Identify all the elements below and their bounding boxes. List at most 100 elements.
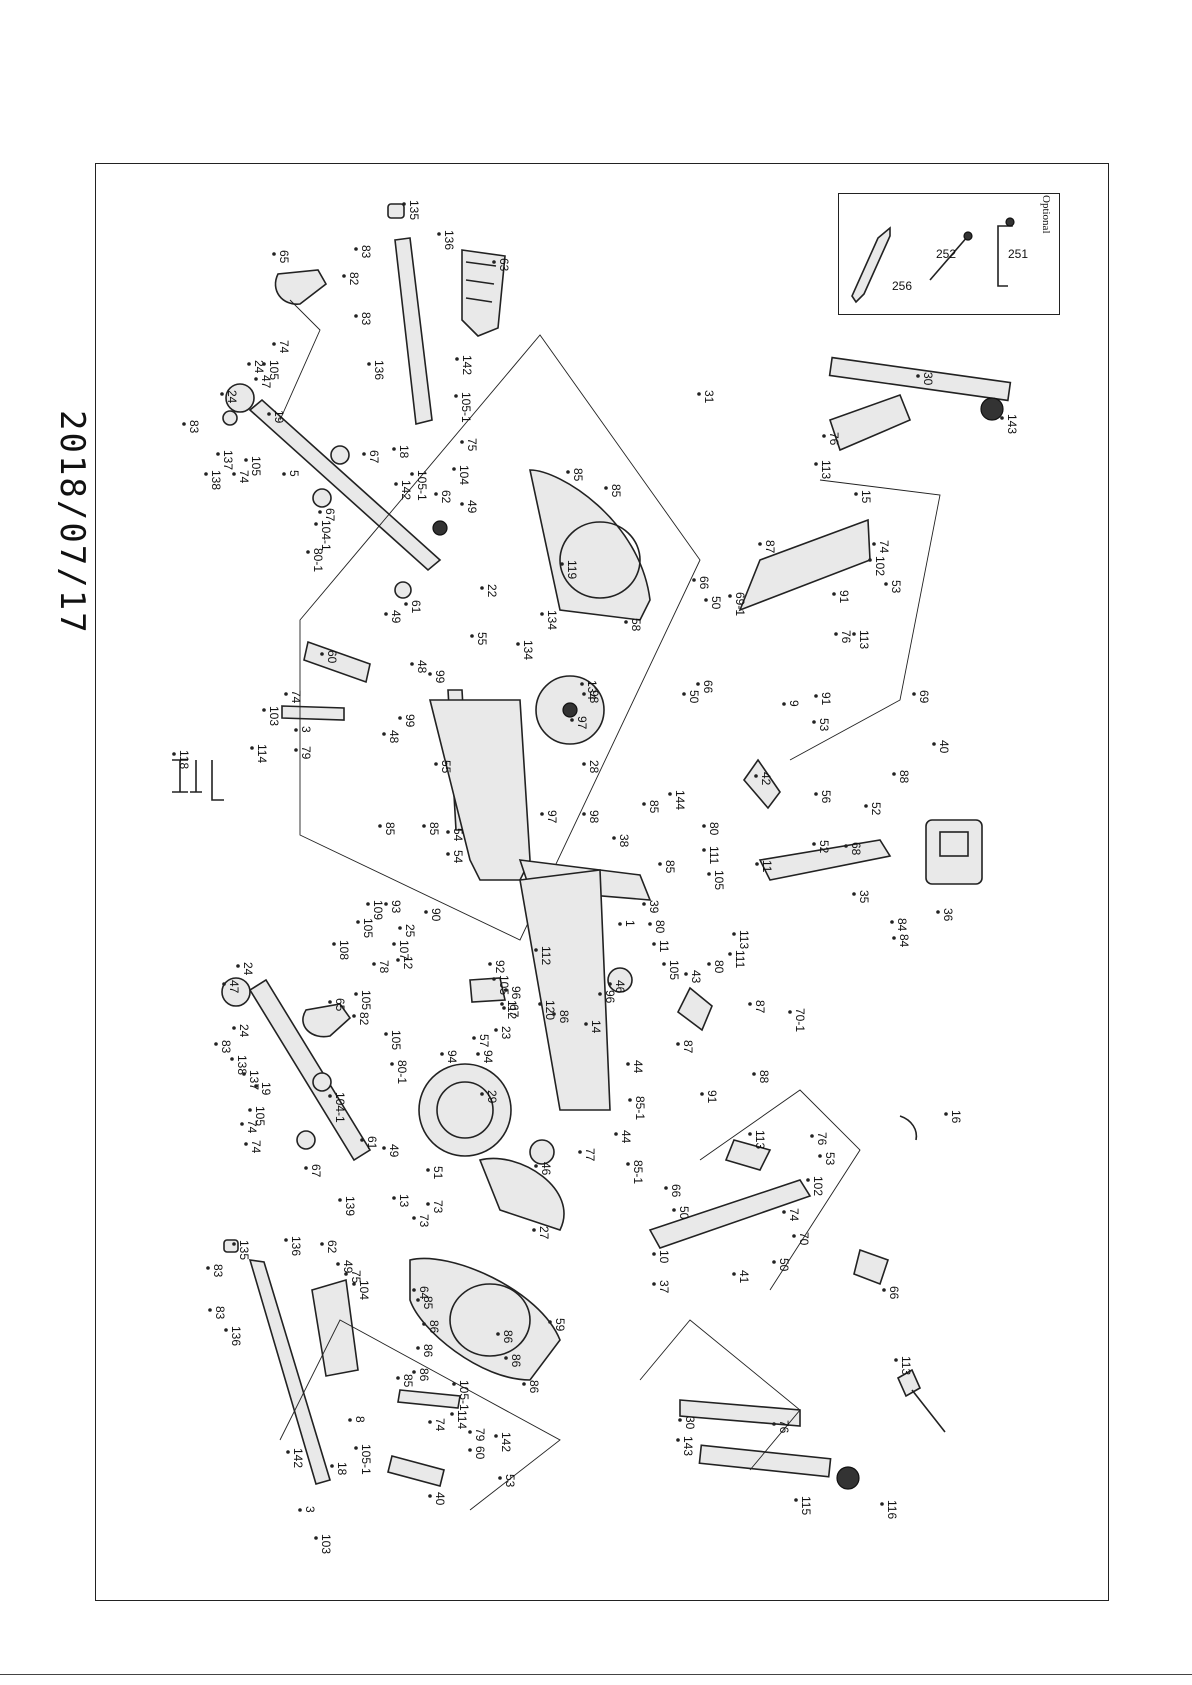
part-callout-74: 74 [787, 1208, 801, 1222]
callout-dot [402, 202, 406, 206]
part-callout-83: 83 [211, 1264, 225, 1278]
callout-dot [752, 1072, 756, 1076]
callout-dot [894, 1358, 898, 1362]
callout-dot [372, 962, 376, 966]
part-callout-16: 16 [949, 1110, 963, 1124]
callout-dot [624, 620, 628, 624]
callout-dot [392, 942, 396, 946]
upper-group-outline [299, 334, 701, 941]
part-callout-93: 93 [389, 900, 403, 914]
part-callout-40: 40 [433, 1492, 447, 1506]
callout-dot [328, 1094, 332, 1098]
callout-dot [182, 422, 186, 426]
part-callout-111: 111 [707, 846, 721, 865]
callout-dot [298, 1508, 302, 1512]
part-callout-83: 83 [187, 420, 201, 434]
part-callout-24: 24 [237, 1024, 251, 1038]
callout-dot [410, 472, 414, 476]
callout-dot [214, 1042, 218, 1046]
part-callout-113: 113 [753, 1130, 767, 1149]
callout-dot [852, 632, 856, 636]
part-callout-36: 36 [941, 908, 955, 922]
callout-dot [494, 1028, 498, 1032]
callout-dot [330, 1464, 334, 1468]
part-callout-86: 86 [417, 1368, 431, 1382]
callout-dot [806, 1178, 810, 1182]
callout-dot [392, 447, 396, 451]
part-callout-136: 136 [372, 360, 386, 380]
part-callout-99: 99 [403, 714, 417, 728]
part-callout-53: 53 [817, 718, 831, 732]
part-callout-24: 24 [252, 360, 266, 374]
lower-handlebar-assembly [648, 986, 946, 1490]
part-callout-134: 134 [521, 640, 535, 660]
part-callout-67: 67 [367, 450, 381, 464]
upper-left-pedal-assembly [222, 203, 506, 599]
part-callout-105-1: 105-1 [457, 1380, 471, 1411]
part-callout-102: 102 [811, 1176, 825, 1196]
tools [172, 759, 224, 801]
part-callout-12: 12 [401, 956, 415, 970]
callout-dot [424, 910, 428, 914]
part-callout-74: 74 [245, 1120, 259, 1134]
part-callout-68: 68 [849, 842, 863, 856]
part-callout-60: 60 [473, 1446, 487, 1460]
part-callout-62: 62 [439, 490, 453, 504]
part-callout-15: 15 [859, 490, 873, 504]
callout-dot [782, 702, 786, 706]
callout-dot [566, 470, 570, 474]
callout-dot [172, 752, 176, 756]
callout-dot [390, 1062, 394, 1066]
part-callout-107: 107 [397, 940, 411, 960]
part-callout-19: 19 [272, 410, 286, 424]
callout-dot [1000, 416, 1004, 420]
part-callout-85: 85 [421, 1296, 435, 1310]
part-callout-98: 98 [587, 810, 601, 824]
part-callout-3: 3 [299, 726, 313, 733]
part-callout-84: 84 [895, 918, 909, 932]
callout-dot [384, 1032, 388, 1036]
callout-dot [852, 892, 856, 896]
callout-dot [580, 682, 584, 686]
part-callout-55: 55 [475, 632, 489, 646]
part-callout-88: 88 [897, 770, 911, 784]
frame-base [428, 699, 531, 881]
callout-dot [844, 844, 848, 848]
part-callout-23: 23 [499, 1026, 513, 1040]
part-callout-142: 142 [499, 1432, 513, 1452]
wrench-115 [172, 759, 188, 793]
callout-dot [236, 964, 240, 968]
callout-dot [732, 932, 736, 936]
callout-dot [810, 1134, 814, 1138]
callout-dot [384, 902, 388, 906]
part-callout-78: 78 [377, 960, 391, 974]
callout-dot [814, 462, 818, 466]
part-callout-38: 38 [617, 834, 631, 848]
bearing-62 [432, 520, 448, 536]
callout-dot [754, 774, 758, 778]
part-callout-76: 76 [815, 1132, 829, 1146]
callout-dot [410, 662, 414, 666]
part-callout-70: 70 [797, 1232, 811, 1246]
washer-61 [394, 581, 412, 599]
part-callout-87: 87 [753, 1000, 767, 1014]
callout-dot [248, 1108, 252, 1112]
part-callout-49: 49 [341, 1260, 355, 1274]
part-callout-70-1: 70-1 [793, 1008, 807, 1032]
part-callout-27: 27 [537, 1226, 551, 1240]
callout-dot [912, 692, 916, 696]
callout-dot [396, 958, 400, 962]
callout-dot [222, 982, 226, 986]
bushing-67a [330, 445, 350, 465]
part-callout-28: 28 [587, 760, 601, 774]
part-callout-44: 44 [619, 1130, 633, 1144]
part-callout-74: 74 [249, 1140, 263, 1154]
part-callout-67: 67 [323, 508, 337, 522]
lower-left-pedal-assembly [221, 977, 461, 1487]
part-callout-39: 39 [647, 900, 661, 914]
callout-dot [422, 1322, 426, 1326]
callout-dot [294, 728, 298, 732]
part-callout-73: 73 [431, 1200, 445, 1214]
part-callout-42: 42 [759, 772, 773, 786]
console-35-display [939, 831, 969, 857]
